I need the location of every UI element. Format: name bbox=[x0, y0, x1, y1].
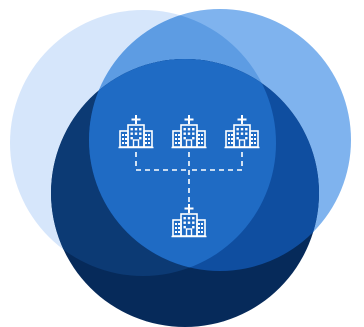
overlap-center bbox=[89, 59, 276, 271]
connector-right bbox=[189, 152, 243, 171]
connector-lines bbox=[135, 152, 243, 205]
connector-left bbox=[135, 152, 189, 171]
